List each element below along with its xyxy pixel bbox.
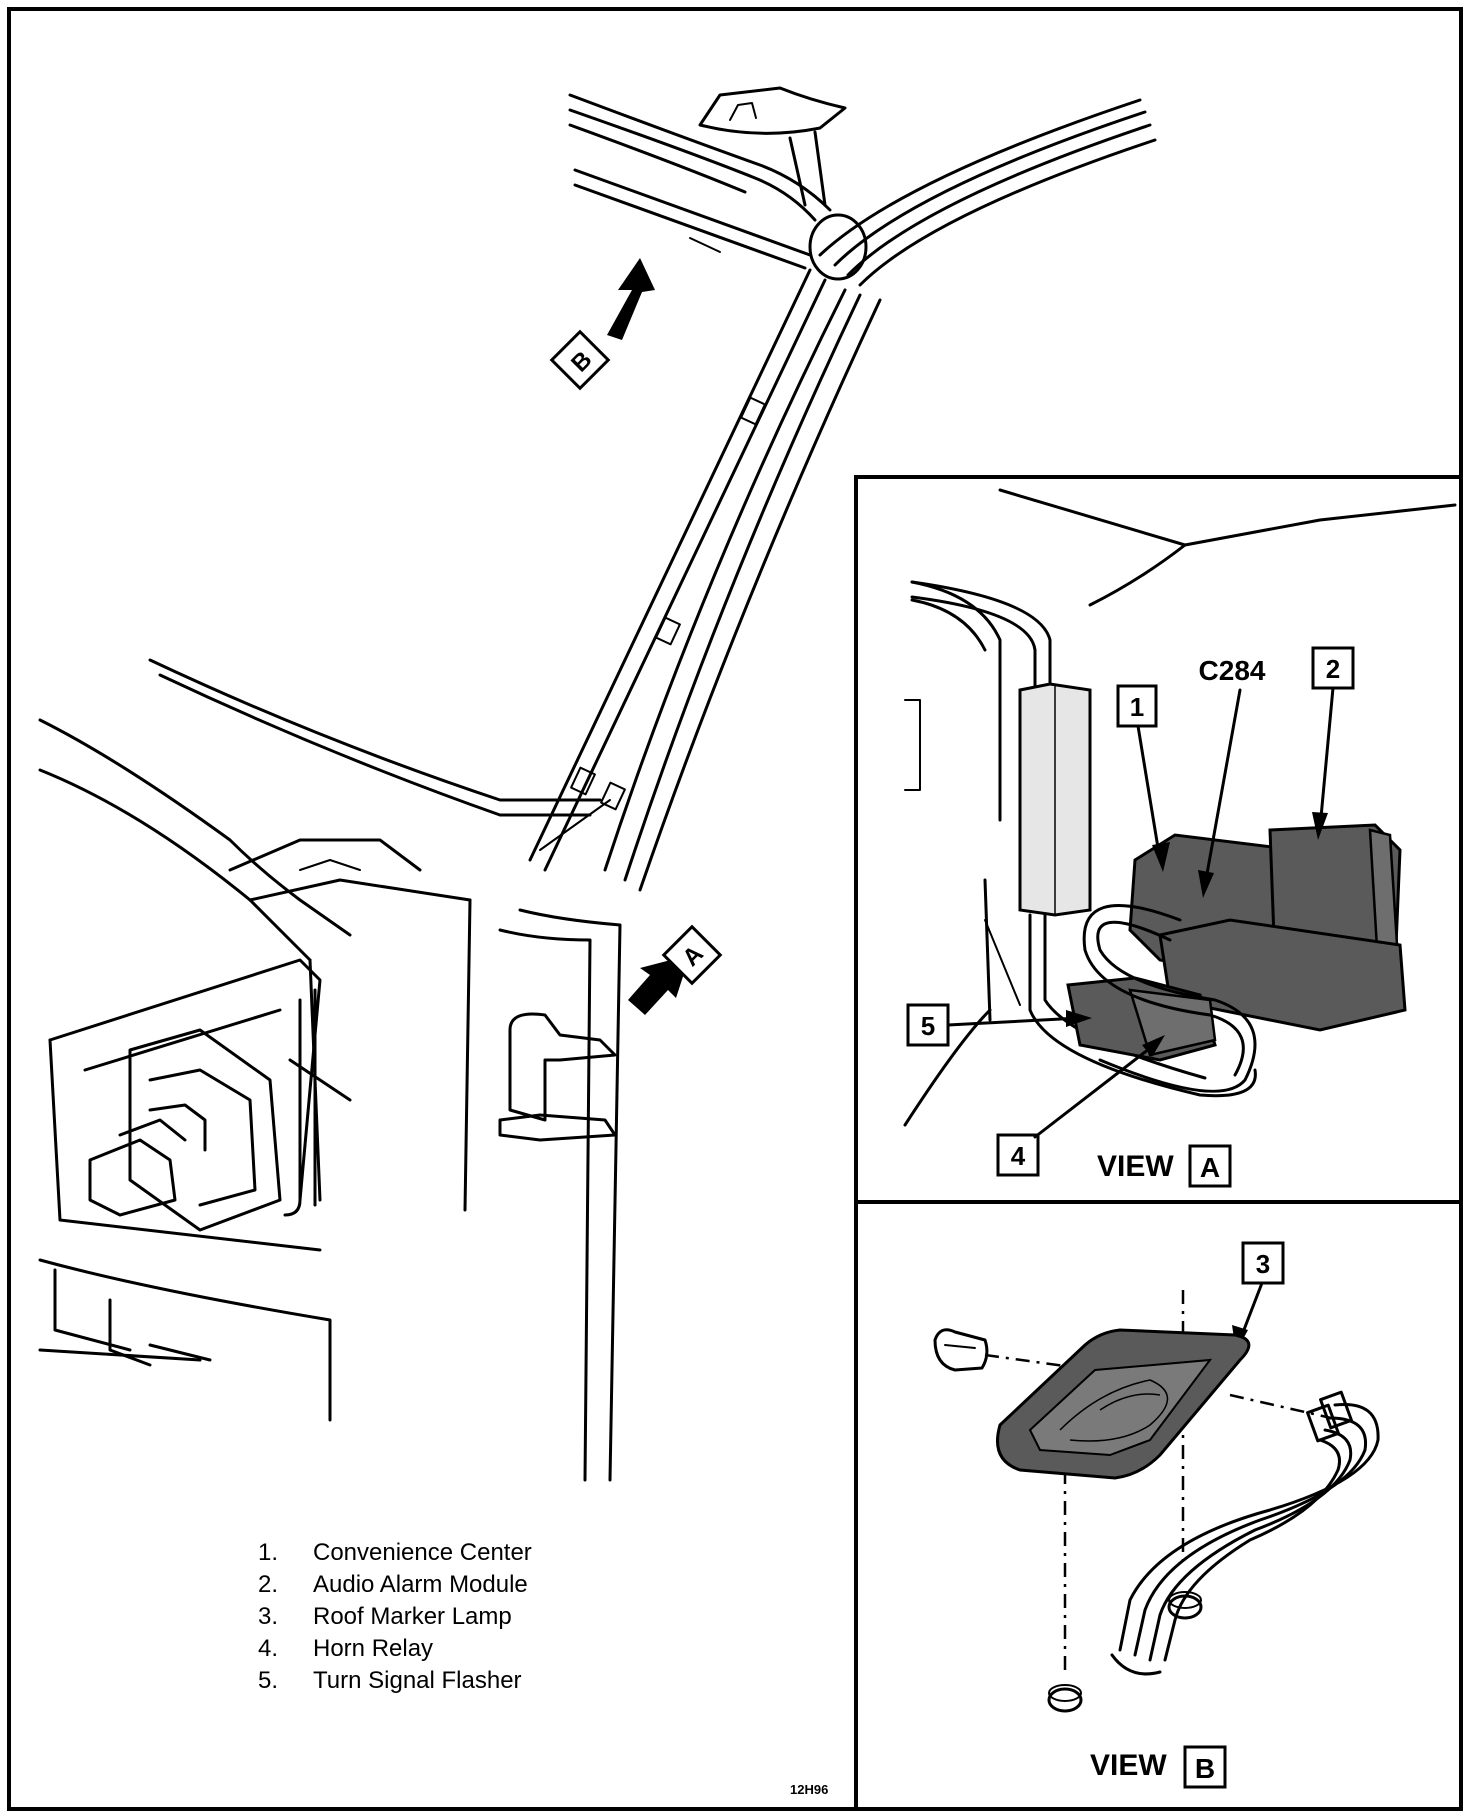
view-a-arrow: A: [628, 924, 723, 1015]
main-view: [38, 86, 1157, 1482]
view-a-word: VIEW: [1097, 1150, 1174, 1183]
legend-text-2: Audio Alarm Module: [313, 1571, 528, 1598]
view-b-word: VIEW: [1090, 1749, 1167, 1782]
legend-text-3: Roof Marker Lamp: [313, 1603, 512, 1630]
legend: 1. Convenience Center 2. Audio Alarm Mod…: [258, 1539, 532, 1694]
legend-text-4: Horn Relay: [313, 1635, 433, 1662]
legend-num-2: 2.: [258, 1571, 278, 1598]
view-b-panel: 3 VIEW B: [854, 1200, 1463, 1811]
figure-code: 12H96: [790, 1782, 828, 1797]
view-b-letter: B: [1195, 1753, 1215, 1784]
view-a-letter: A: [1200, 1152, 1220, 1183]
legend-text-1: Convenience Center: [313, 1539, 532, 1566]
connector-label: C284: [1199, 655, 1266, 686]
legend-num-5: 5.: [258, 1667, 278, 1694]
legend-text-5: Turn Signal Flasher: [313, 1667, 522, 1694]
legend-num-3: 3.: [258, 1603, 278, 1630]
view-b-arrow: B: [549, 258, 655, 391]
view-a-panel: 1 C284 2 5 4 VIEW A: [854, 475, 1463, 1204]
callout-3: 3: [1256, 1249, 1270, 1279]
legend-num-4: 4.: [258, 1635, 278, 1662]
callout-4: 4: [1011, 1141, 1026, 1171]
legend-num-1: 1.: [258, 1539, 278, 1566]
callout-1: 1: [1130, 692, 1144, 722]
callout-2: 2: [1326, 654, 1340, 684]
callout-5: 5: [921, 1011, 935, 1041]
